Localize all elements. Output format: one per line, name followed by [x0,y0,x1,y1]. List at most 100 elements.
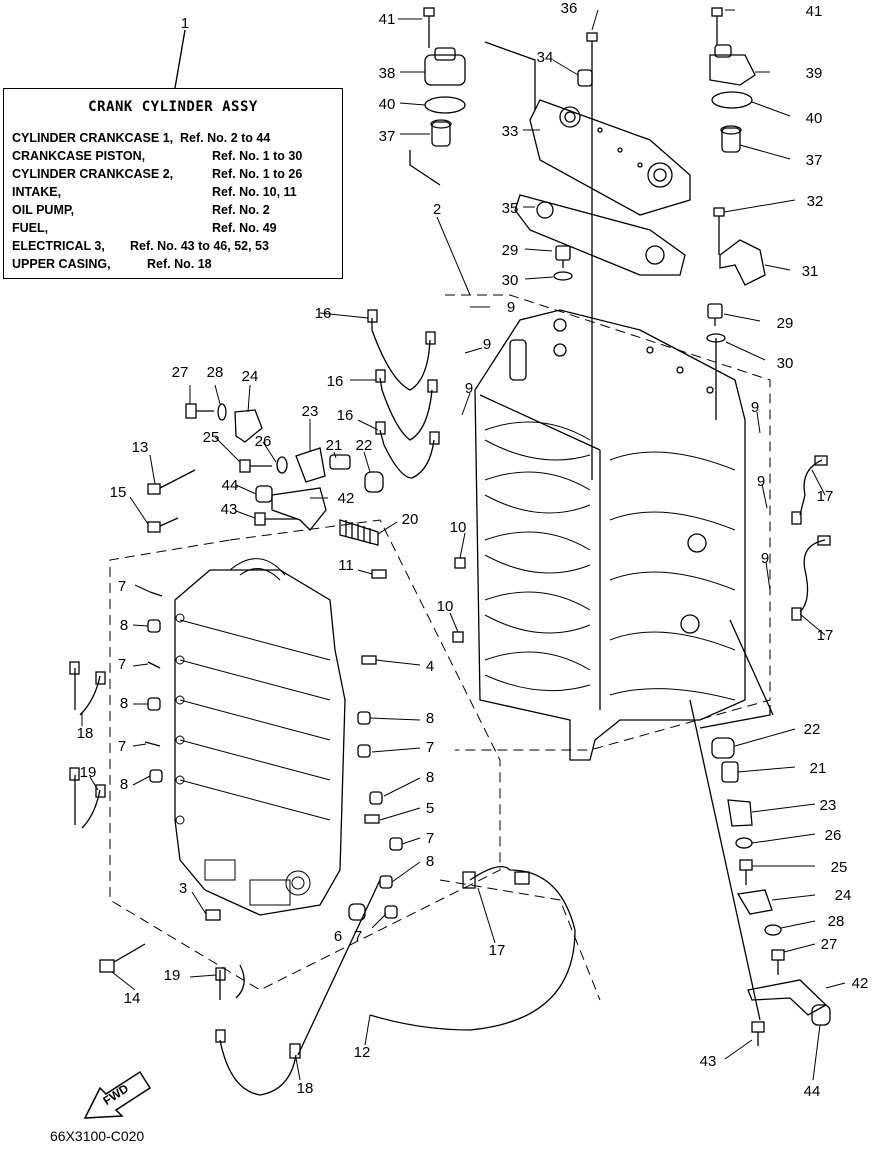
callout-27: 27 [172,364,189,381]
bolt-13 [147,469,196,495]
callout-20: 20 [402,511,419,528]
hose-19-lower [215,964,245,1000]
callout-26: 26 [255,433,272,450]
callout-9-e: 9 [757,473,765,490]
callout-17-a: 17 [817,488,834,505]
info-row: CYLINDER CRANKCASE 1,Ref. No. 2 to 44 [12,131,270,145]
bolt-36 [586,32,598,75]
nipple-34 [577,69,593,87]
info-row-name: UPPER CASING, [12,257,111,271]
callout-33: 33 [502,123,519,140]
callout-8-e: 8 [426,769,434,786]
hose-17-upper [791,455,828,525]
callout-2: 2 [433,201,441,218]
callout-32: 32 [807,193,824,210]
callout-31: 31 [802,263,819,280]
info-row: CRANKCASE PISTON,Ref. No. 1 to 30 [12,149,302,163]
hose-18-leader [297,879,381,1056]
dowel-4 [361,655,377,665]
bolt-27 [185,403,214,419]
sensor-44 [255,485,273,503]
hose-18-lower [215,1029,301,1096]
callout-23-right: 23 [820,797,837,814]
info-row: CYLINDER CRANKCASE 2, Ref. No. 1 to 26 [12,167,302,181]
callout-14: 14 [124,990,141,1007]
callout-12: 12 [354,1044,371,1061]
fitting-7-row [144,591,403,919]
callout-43: 43 [221,501,238,518]
callout-30-right: 30 [777,355,794,372]
crankcase-1-boundary [445,294,771,751]
callout-42: 42 [338,490,355,507]
washer-26-right [735,837,753,849]
plug-3 [205,909,221,921]
info-row-name: FUEL, [12,221,49,235]
cover-outline-2 [409,150,441,186]
bolt-25 [239,459,272,473]
callout-25: 25 [203,429,220,446]
sensor-44-right [811,1004,831,1026]
info-row-ref: Ref. No. 10, 11 [212,185,297,199]
callout-3: 3 [179,880,187,897]
thermostat-cover-39 [709,44,756,86]
info-row: UPPER CASING, Ref. No. 18 [12,257,212,271]
plug-29-upper [555,245,571,268]
hose-16-a [367,309,436,391]
callout-42-right: 42 [852,975,869,992]
grommet-6 [348,903,366,921]
callout-38: 38 [379,65,396,82]
gasket-35 [514,194,686,276]
info-row-ref: Ref. No. 1 to 26 [212,167,303,181]
callout-26-right: 26 [825,827,842,844]
washer-26 [276,456,288,474]
elbow-21 [329,454,351,470]
callout-17-b: 17 [817,627,834,644]
fitting-10-b [452,631,464,643]
callout-44: 44 [222,477,239,494]
callout-21-right: 21 [810,760,827,777]
cover-plate-33 [529,99,691,216]
bolt-15 [147,517,179,533]
bracket-42-right [747,979,828,1016]
callout-10-a: 10 [450,519,467,536]
plug-29-right [707,303,723,326]
callout-40: 40 [379,96,396,113]
callout-41: 41 [379,11,396,28]
elbow-21-right [721,761,739,783]
info-row-ref: Ref. No. 43 to 46, 52, 53 [130,239,269,253]
hose-17-middle [791,535,831,621]
info-row-ref: Ref. No. 1 to 30 [212,149,303,163]
dowel-11 [371,569,387,579]
washer-30-upper [553,271,573,281]
callout-13: 13 [132,439,149,456]
info-row-ref: Ref. No. 18 [147,257,212,271]
bolt-32 [713,207,725,255]
bolt-25-right [739,859,753,885]
callout-18-b: 18 [297,1080,314,1097]
info-row: INTAKE,Ref. No. 10, 11 [12,185,297,199]
callout-24-right: 24 [835,887,852,904]
callout-7-e: 7 [426,830,434,847]
callout-24: 24 [242,368,259,385]
callout-16-a: 16 [315,305,332,322]
thermostat-cover-38 [424,47,466,86]
callout-8-c: 8 [120,776,128,793]
callout-7-a: 7 [118,578,126,595]
callout-37-right: 37 [806,152,823,169]
callout-6: 6 [334,928,342,945]
callout-37: 37 [379,128,396,145]
callout-7-bottom: 7 [354,928,362,945]
callout-8-f: 8 [426,853,434,870]
info-row-ref: Ref. No. 2 to 44 [180,131,271,145]
info-row-name: CYLINDER CRANKCASE 2, [12,167,174,181]
callout-28: 28 [207,364,224,381]
boundary-right [699,705,771,729]
callout-11: 11 [338,557,354,574]
hose-boundary [439,879,601,1001]
callout-9-c: 9 [465,380,473,397]
callout-8-d: 8 [426,710,434,727]
callout-1: 1 [181,15,189,32]
washer-28 [217,403,227,421]
callout-16-b: 16 [327,373,344,390]
